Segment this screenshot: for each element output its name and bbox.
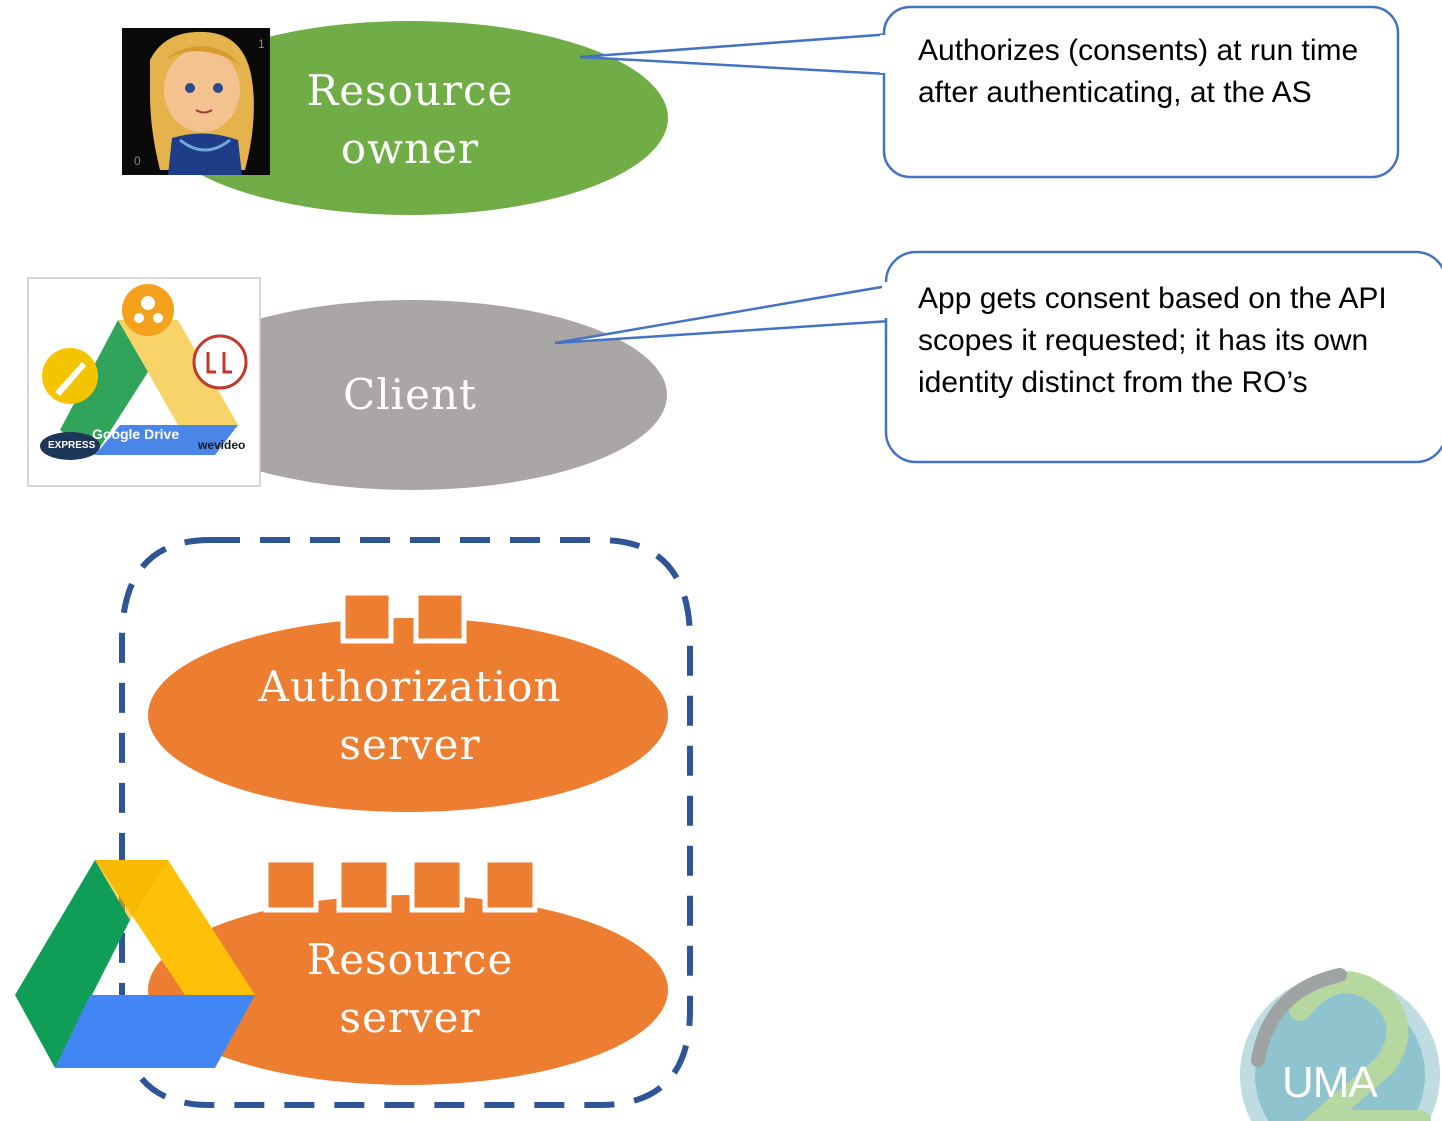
resource-square [263, 857, 319, 913]
authorization-server-label-line2: server [339, 720, 481, 769]
authorization-server-ellipse [148, 618, 668, 812]
uma-logo-text: UMA [1282, 1058, 1378, 1107]
client-ellipse [157, 300, 667, 490]
authorization-server-label-line1: Authorization [258, 662, 562, 711]
google-drive-logo-icon [15, 860, 255, 1068]
resource-squares-rs [263, 857, 538, 913]
client-logo-left-text: EXPRESS [48, 440, 96, 451]
google-drive-apps-logo-icon [27, 277, 261, 487]
client-logo-right-text: wevideo [198, 438, 246, 452]
client-logo-center-text: Google Drive [92, 426, 180, 442]
resource-square [336, 857, 392, 913]
client-label: Client [270, 366, 550, 424]
svg-text:1: 1 [258, 37, 265, 51]
scope-square [340, 590, 394, 644]
resource-square [409, 857, 465, 913]
resource-owner-label-line2: owner [340, 124, 480, 173]
callout-client [554, 250, 1442, 464]
scope-squares-as [340, 590, 467, 644]
server-group-dashed-border [119, 537, 693, 1108]
callout-client-text: App gets consent based on the API scopes… [918, 282, 1387, 399]
svg-text:0: 0 [134, 154, 141, 168]
resource-server-label-line1: Resource [306, 935, 514, 984]
callout-resource-owner-text: Authorizes (consents) at run time after … [918, 34, 1359, 109]
resource-server-label: Resource server [260, 931, 560, 1047]
callout-resource-owner [579, 5, 1400, 179]
uma-logo-icon [1240, 968, 1440, 1121]
resource-owner-label: Resource owner [260, 62, 560, 178]
resource-owner-label-line1: Resource [306, 66, 514, 115]
scope-square [413, 590, 467, 644]
client-label-text: Client [343, 370, 477, 419]
resource-owner-ellipse [152, 21, 668, 215]
resource-server-label-line2: server [339, 993, 481, 1042]
cartoon-girl-avatar-icon: 1 0 [122, 28, 270, 175]
resource-square [482, 857, 538, 913]
resource-server-ellipse [148, 895, 668, 1085]
authorization-server-label: Authorization server [200, 658, 620, 774]
